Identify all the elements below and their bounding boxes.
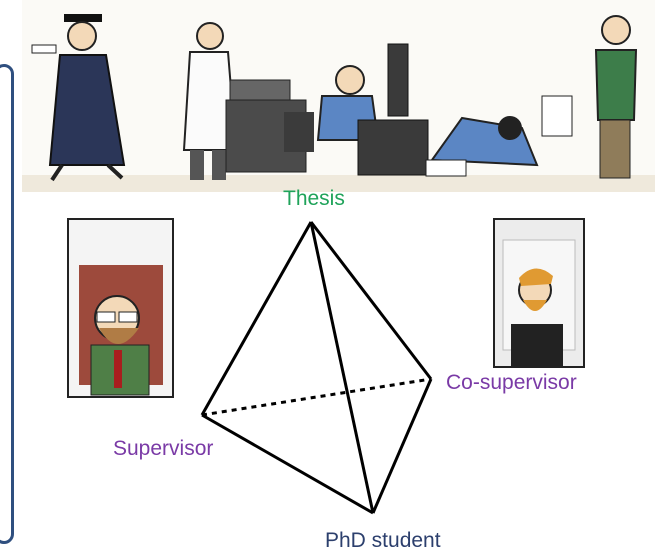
supervisor-panel: [67, 218, 174, 398]
edge-thesis-cosupervisor: [309, 221, 433, 380]
co-supervisor-panel: [493, 218, 585, 368]
edge-supervisor-cosupervisor-hidden: [201, 377, 432, 417]
edge-cosupervisor-phd: [371, 378, 433, 514]
computer-worker-figure: [284, 43, 429, 176]
left-frame-bar: [0, 64, 14, 544]
professor-figure: [594, 15, 638, 179]
label-supervisor: Supervisor: [113, 437, 214, 460]
edge-thesis-phd: [309, 221, 375, 514]
comic-strip-illustration: [22, 14, 655, 192]
label-co-supervisor: Co-supervisor: [446, 371, 577, 394]
label-thesis: Thesis: [283, 187, 345, 210]
kneeling-student-figure: [425, 95, 573, 177]
edge-supervisor-phd: [201, 413, 374, 515]
co-supervisor-illustration: [495, 220, 583, 366]
phd-comic-strip: [22, 0, 655, 192]
label-phd-student: PhD student: [325, 529, 441, 551]
supervisor-illustration: [69, 220, 172, 396]
lab-worker-figure: [182, 22, 307, 180]
graduate-figure: [31, 14, 126, 182]
edge-thesis-supervisor: [200, 221, 313, 416]
